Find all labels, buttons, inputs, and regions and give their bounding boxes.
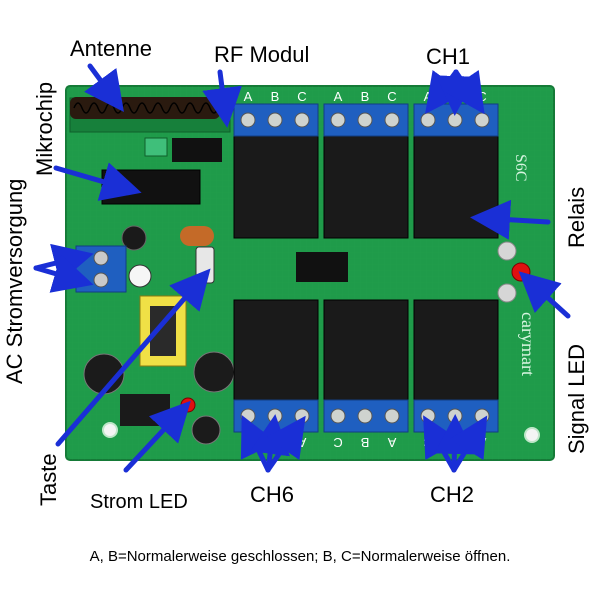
- brand-silkscreen: carymart: [518, 312, 538, 376]
- terminal-letter: C: [423, 435, 432, 450]
- terminal-block-ch1: [413, 103, 499, 137]
- ac-power-terminal: [75, 245, 127, 293]
- terminal-letter: C: [297, 89, 306, 104]
- terminal-block-top-1: [233, 103, 319, 137]
- terminal-letter: A: [477, 435, 486, 450]
- terminal-letter: A: [387, 435, 396, 450]
- arrow-ch1: [445, 69, 485, 115]
- terminal-letter: A: [244, 89, 253, 104]
- label-ch1: CH1: [426, 44, 471, 69]
- terminal-letter: B: [361, 435, 370, 450]
- terminal-letter: A: [334, 89, 343, 104]
- arrow-signal-led: [518, 271, 571, 319]
- arrow-microchip: [53, 162, 142, 201]
- relay: [233, 131, 319, 239]
- arrow-ch2: [434, 414, 475, 473]
- terminal-letter: C: [387, 89, 396, 104]
- relay: [323, 131, 409, 239]
- label-rf-module: RF Modul: [214, 42, 310, 67]
- label-microchip: Mikrochip: [32, 81, 57, 176]
- caption-note: A, B=Normalerweise geschlossen; B, C=Nor…: [89, 548, 511, 565]
- arrow-button: [55, 268, 211, 447]
- arrow-antenna: [84, 63, 124, 113]
- mount-hole: [102, 422, 118, 438]
- terminal-block-top-2: [323, 103, 409, 137]
- label-ch2: CH2: [430, 482, 475, 507]
- label-ac-power: AC Stromversorgung: [2, 178, 27, 384]
- antenna-coil: [70, 97, 220, 119]
- arrow-rf-module: [202, 69, 242, 128]
- rf-module: [69, 97, 231, 162]
- rectifier: [120, 394, 170, 426]
- terminal-letter: B: [361, 89, 370, 104]
- arrow-relay: [470, 199, 551, 240]
- model-code: S6C: [512, 154, 529, 182]
- power-diode: [128, 264, 152, 288]
- electrolytic-small: [191, 415, 221, 445]
- mount-hole: [524, 427, 540, 443]
- arrow-ch2: [449, 415, 488, 473]
- label-relay: Relais: [564, 186, 589, 248]
- electrolytic-small: [121, 225, 147, 251]
- arrow-ch6: [265, 415, 306, 473]
- terminal-letter: C: [333, 435, 342, 450]
- relay: [233, 299, 319, 405]
- label-antenna: Antenne: [70, 36, 152, 61]
- relay: [413, 131, 499, 239]
- terminal-letter: A: [297, 435, 306, 450]
- arrow-ac-power: [33, 254, 94, 293]
- label-ch6: CH6: [250, 482, 295, 507]
- terminal-letter: B: [271, 89, 280, 104]
- capacitor-yellow: [180, 226, 214, 246]
- electrolytic-large: [193, 351, 235, 393]
- label-signal-led: Signal LED: [564, 343, 589, 454]
- arrow-power-led: [123, 400, 191, 473]
- label-button: Taste: [36, 453, 61, 506]
- relay: [323, 299, 409, 405]
- label-power-led: Strom LED: [90, 491, 188, 513]
- terminal-block-bottom-2: [323, 399, 409, 433]
- arrow-ch1: [435, 69, 476, 116]
- relay: [413, 299, 499, 405]
- driver-ic: [296, 252, 348, 282]
